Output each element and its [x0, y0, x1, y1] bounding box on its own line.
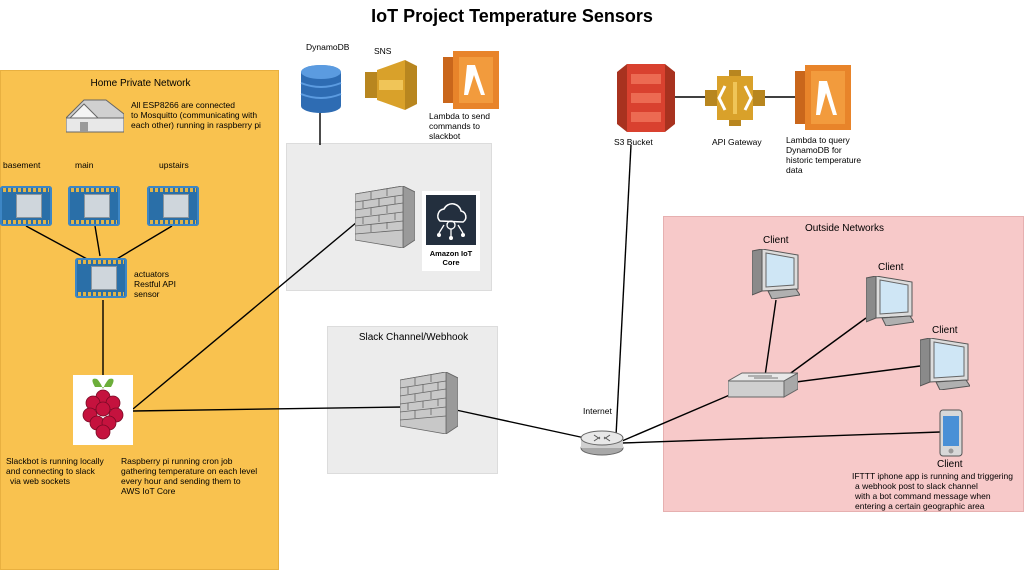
- desktop-computer-icon: [865, 275, 915, 327]
- internet-s3-link: [615, 144, 632, 437]
- client-label-2: Client: [878, 262, 904, 273]
- esp8266-board-main: [68, 186, 120, 226]
- dynamodb-label: DynamoDB: [306, 42, 350, 52]
- sensor-label-basement: basement: [3, 160, 41, 170]
- actuator-label: actuators Restful API sensor: [134, 269, 177, 299]
- iot-core-icon: [426, 195, 476, 245]
- ifttt-note: IFTTT iphone app is running and triggeri…: [852, 471, 1013, 511]
- internet-label: Internet: [583, 406, 612, 416]
- network-switch-icon: [726, 371, 800, 399]
- dynamodb-icon: [300, 64, 342, 114]
- raspberry-pi-icon: [73, 375, 133, 445]
- slack-region-label: Slack Channel/Webhook: [358, 332, 469, 343]
- lambda-query-icon: [795, 65, 851, 130]
- sns-label: SNS: [374, 46, 392, 56]
- client-label-1: Client: [763, 235, 789, 246]
- house-icon: [64, 96, 125, 136]
- switch-client1-link: [764, 299, 777, 377]
- esp8266-board-upstairs: [147, 186, 199, 226]
- desktop-computer-icon: [751, 248, 801, 300]
- switch-client3-link: [795, 365, 921, 383]
- api-gateway-icon: [705, 70, 765, 126]
- internet-switch-link: [621, 393, 733, 442]
- desktop-computer-icon: [919, 337, 971, 391]
- smartphone-icon: [939, 409, 963, 457]
- slackbot-note: Slackbot is running locally and connecti…: [6, 456, 104, 486]
- esp8266-board-actuator: [75, 258, 127, 298]
- home-network-label: Home Private Network: [90, 78, 191, 89]
- home-network-region: Home Private Network: [0, 70, 279, 570]
- pi-slack-link: [132, 406, 404, 412]
- lambda-send-label: Lambda to send commands to slackbot: [429, 111, 490, 141]
- outside-network-label: Outside Networks: [805, 223, 884, 234]
- iot-firewall-icon: [353, 185, 417, 249]
- diagram-title: IoT Project Temperature Sensors: [371, 6, 653, 26]
- pi-iot-link: [132, 221, 358, 410]
- client-label-3: Client: [932, 325, 958, 336]
- s3-bucket-label: S3 Bucket: [614, 137, 653, 147]
- api-gateway-label: API Gateway: [712, 137, 762, 147]
- client-label-4: Client: [937, 459, 963, 470]
- main-link: [94, 225, 101, 257]
- internet-router-icon: [580, 430, 624, 456]
- switch-client2-link: [783, 317, 867, 379]
- sns-icon: [365, 58, 423, 112]
- cron-note: Raspberry pi running cron job gathering …: [121, 456, 258, 496]
- s3-bucket-icon: [617, 64, 675, 132]
- lambda-query-label: Lambda to query DynamoDB for historic te…: [786, 135, 862, 175]
- slack-firewall-icon: [398, 371, 460, 435]
- slack-internet-link: [455, 409, 586, 439]
- sensor-label-main: main: [75, 160, 94, 170]
- home-network-note: All ESP8266 are connected to Mosquitto (…: [131, 100, 261, 130]
- esp8266-board-basement: [0, 186, 52, 226]
- lambda-send-icon: [443, 51, 499, 109]
- sensor-label-upstairs: upstairs: [159, 160, 189, 170]
- slack-region: Slack Channel/Webhook: [327, 326, 498, 474]
- internet-iphone-link: [621, 431, 941, 444]
